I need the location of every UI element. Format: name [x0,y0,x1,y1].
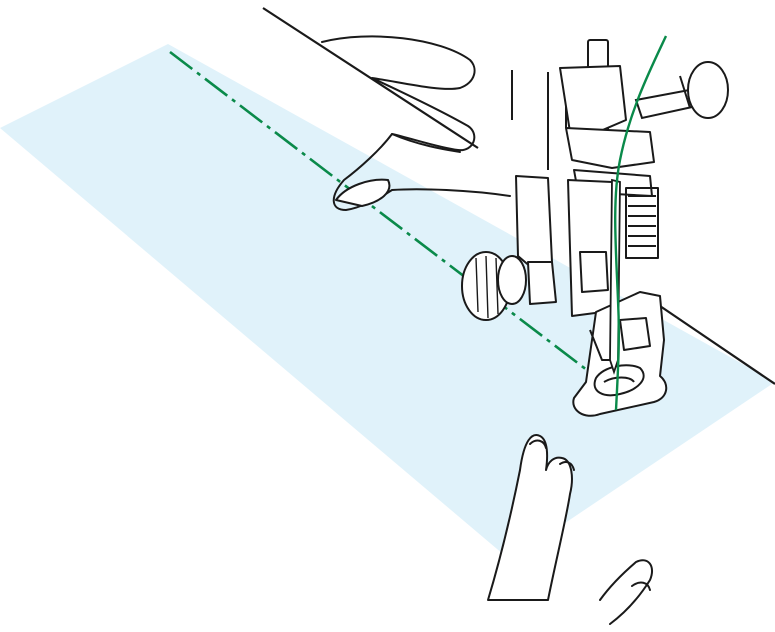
illustration-canvas [0,0,775,632]
sewing-illustration [0,0,775,632]
